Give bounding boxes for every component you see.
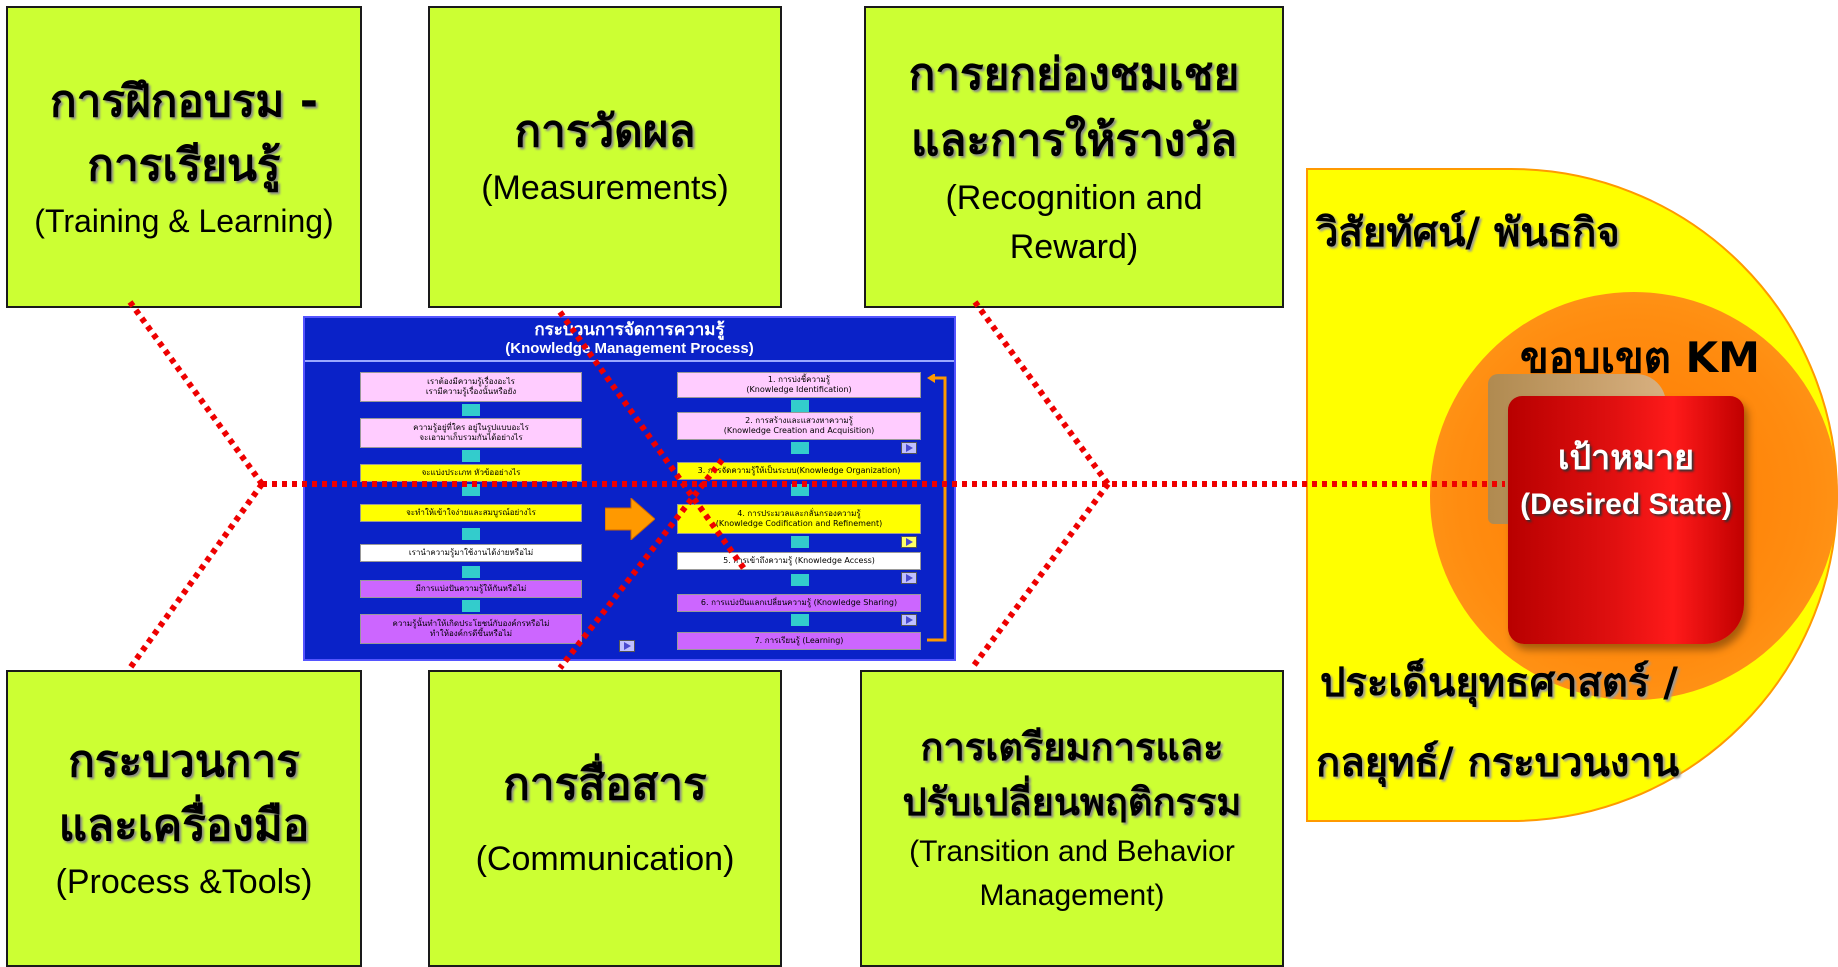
- desired-state-label: (Desired State): [1520, 488, 1732, 521]
- connector-arrow: [791, 574, 809, 586]
- connector-arrow: [462, 404, 480, 416]
- km-panel-title: กระบวนการจัดการความรู้: [534, 320, 725, 340]
- connector-arrow: [791, 400, 809, 412]
- training-thai-line-2: การเรียนรู้: [87, 139, 281, 191]
- question-7-line-2: ทำให้องค์กรดีขึ้นหรือไม่: [430, 629, 512, 638]
- connector-arrow: [791, 614, 809, 626]
- training-english-label: (Training & Learning): [34, 202, 334, 239]
- vision-mission-label: วิสัยทัศน์/ พันธกิจ: [1316, 210, 1620, 256]
- process-tools-box: กระบวนการ และเครื่องมือ (Process &Tools): [6, 670, 362, 967]
- process-english-label: (Process &Tools): [55, 862, 313, 901]
- process-thai-line-1: กระบวนการ: [68, 736, 300, 788]
- km-step-5-line-1: 5. การเข้าถึงความรู้ (Knowledge Access): [723, 556, 875, 566]
- connector-arrow: [462, 450, 480, 462]
- loop-back-arrow-icon: [927, 374, 947, 642]
- km-step-4: 4. การประมวลและกลั่นกรองความรู้ (Knowled…: [677, 504, 921, 534]
- communication-thai-label: การสื่อสาร: [503, 758, 707, 810]
- question-6-line-1: มีการแบ่งปันความรู้ให้กันหรือไม่: [415, 584, 527, 593]
- reward-thai-line-1: การยกย่องชมเชย: [908, 48, 1240, 100]
- km-step-1-line-2: (Knowledge Identification): [746, 385, 852, 394]
- bone-reward: [972, 300, 1111, 486]
- question-7-line-1: ความรู้นั้นทำให้เกิดประโยชน์กับองค์กรหรื…: [392, 619, 550, 628]
- reward-thai-line-2: และการให้รางวัล: [911, 114, 1237, 166]
- process-arrow-icon: [605, 498, 655, 540]
- km-step-1: 1. การบ่งชี้ความรู้ (Knowledge Identific…: [677, 372, 921, 398]
- km-panel-subtitle: (Knowledge Management Process): [505, 340, 754, 357]
- question-2-line-2: จะเอามาเก็บรวมกันได้อย่างไร: [419, 433, 523, 442]
- connector-arrow: [462, 484, 480, 496]
- km-step-1-line-1: 1. การบ่งชี้ความรู้: [767, 375, 831, 385]
- question-5-line-1: เรานำความรู้มาใช้งานได้ง่ายหรือไม่: [408, 548, 534, 557]
- km-step-2-line-1: 2. การสร้างและแสวงหาความรู้: [745, 416, 853, 426]
- question-2: ความรู้อยู่ที่ใคร อยู่ในรูปแบบอะไร จะเอา…: [360, 418, 582, 448]
- km-step-7-line-1: 7. การเรียนรู้ (Learning): [754, 636, 844, 646]
- bone-training: [127, 300, 265, 486]
- bone-transition: [969, 482, 1111, 670]
- connector-arrow: [791, 484, 809, 496]
- transition-english-line-2: Management): [979, 878, 1165, 912]
- question-5: เรานำความรู้มาใช้งานได้ง่ายหรือไม่: [360, 544, 582, 562]
- transition-english-line-1: (Transition and Behavior: [909, 835, 1235, 869]
- next-slide-icon: [619, 640, 635, 652]
- next-slide-icon: [901, 536, 917, 548]
- training-thai-line-1: การฝึกอบรม -: [50, 76, 318, 127]
- question-4-line-1: จะทำให้เข้าใจง่ายและสมบูรณ์อย่างไร: [406, 508, 536, 517]
- km-step-3: 3. การจัดความรู้ให้เป็นระบบ(Knowledge Or…: [677, 462, 921, 480]
- target-flag: [1508, 396, 1744, 644]
- question-2-line-1: ความรู้อยู่ที่ใคร อยู่ในรูปแบบอะไร: [413, 423, 529, 432]
- question-1-line-2: เรามีความรู้เรื่องนั้นหรือยัง: [425, 387, 517, 396]
- question-1-line-1: เราต้องมีความรู้เรื่องอะไร: [427, 377, 515, 386]
- connector-arrow: [791, 442, 809, 454]
- measurements-box: การวัดผล (Measurements): [428, 6, 782, 308]
- km-step-2-line-2: (Knowledge Creation and Acquisition): [723, 426, 875, 435]
- connector-arrow: [791, 536, 809, 548]
- km-step-6: 6. การแบ่งปันแลกเปลี่ยนความรู้ (Knowledg…: [677, 594, 921, 612]
- measure-thai-label: การวัดผล: [514, 106, 696, 158]
- reward-english-line-2: Reward): [1009, 228, 1139, 266]
- connector-arrow: [462, 600, 480, 612]
- connector-arrow: [462, 566, 480, 578]
- question-4: จะทำให้เข้าใจง่ายและสมบูรณ์อย่างไร: [360, 504, 582, 522]
- recognition-reward-box: การยกย่องชมเชย และการให้รางวัล (Recognit…: [864, 6, 1284, 308]
- transition-thai-line-1: การเตรียมการและ: [920, 724, 1224, 769]
- km-step-3-line-1: 3. การจัดความรู้ให้เป็นระบบ(Knowledge Or…: [697, 466, 901, 476]
- question-6: มีการแบ่งปันความรู้ให้กันหรือไม่: [360, 580, 582, 598]
- question-7: ความรู้นั้นทำให้เกิดประโยชน์กับองค์กรหรื…: [360, 614, 582, 644]
- next-slide-icon: [901, 442, 917, 454]
- km-step-7: 7. การเรียนรู้ (Learning): [677, 632, 921, 650]
- question-3: จะแบ่งประเภท หัวข้ออย่างไร: [360, 464, 582, 482]
- process-thai-line-2: และเครื่องมือ: [58, 799, 310, 851]
- km-step-5: 5. การเข้าถึงความรู้ (Knowledge Access): [677, 552, 921, 570]
- strategy-label-line-2: กลยุทธ์/ กระบวนงาน: [1316, 740, 1680, 786]
- next-slide-icon: [901, 614, 917, 626]
- km-step-4-line-1: 4. การประมวลและกลั่นกรองความรู้: [737, 509, 861, 519]
- km-scope-label: ขอบเขต KM: [1520, 333, 1760, 382]
- km-step-2: 2. การสร้างและแสวงหาความรู้ (Knowledge C…: [677, 412, 921, 440]
- target-label: เป้าหมาย: [1557, 438, 1695, 478]
- next-slide-icon: [901, 572, 917, 584]
- measure-english-label: (Measurements): [481, 169, 729, 208]
- transition-thai-line-2: ปรับเปลี่ยนพฤติกรรม: [902, 780, 1242, 824]
- km-panel-divider: [305, 360, 954, 362]
- km-step-4-line-2: (Knowledge Codification and Refinement): [715, 519, 883, 528]
- strategy-label-line-1: ประเด็นยุทธศาสตร์ /: [1320, 660, 1678, 706]
- km-step-6-line-1: 6. การแบ่งปันแลกเปลี่ยนความรู้ (Knowledg…: [700, 598, 898, 608]
- reward-english-line-1: (Recognition and: [945, 178, 1203, 217]
- training-learning-box: การฝึกอบรม - การเรียนรู้ (Training & Lea…: [6, 6, 362, 308]
- connector-arrow: [462, 528, 480, 540]
- transition-behavior-box: การเตรียมการและ ปรับเปลี่ยนพฤติกรรม (Tra…: [860, 670, 1284, 967]
- km-process-panel: กระบวนการจัดการความรู้ (Knowledge Manage…: [303, 316, 956, 661]
- bone-process: [127, 482, 265, 670]
- communication-english-label: (Communication): [475, 839, 735, 878]
- question-1: เราต้องมีความรู้เรื่องอะไร เรามีความรู้เ…: [360, 372, 582, 402]
- question-3-line-1: จะแบ่งประเภท หัวข้ออย่างไร: [421, 468, 521, 477]
- communication-box: การสื่อสาร (Communication): [428, 670, 782, 967]
